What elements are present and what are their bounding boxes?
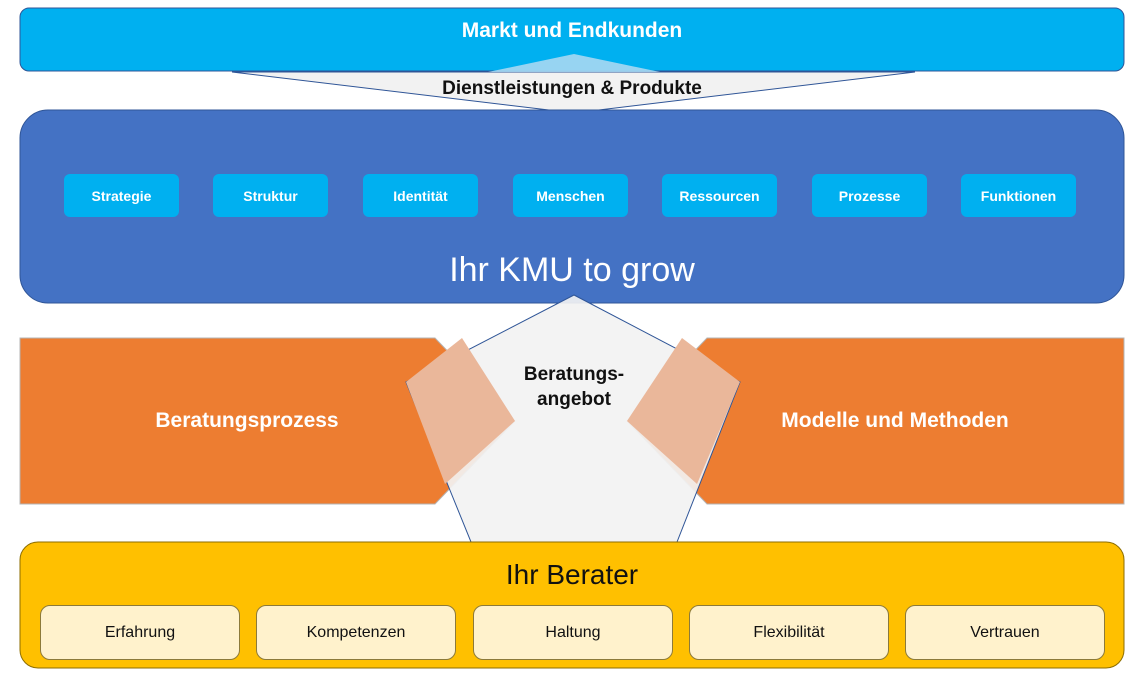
consultant-item-erfahrung: Erfahrung [40,605,240,660]
company-item-prozesse: Prozesse [812,174,927,217]
overlap-left [406,338,515,484]
models-methods-label: Modelle und Methoden [781,409,1009,432]
consultant-item-kompetenzen: Kompetenzen [256,605,456,660]
consultant-item-flexibilitaet: Flexibilität [689,605,889,660]
services-label: Dienstleistungen & Produkte [442,78,702,99]
market-title: Markt und Endkunden [461,19,683,42]
overlap-right [627,338,740,484]
consulting-offer-line1: Beratungs- [523,364,625,385]
consulting-process-label: Beratungsprozess [155,409,339,432]
consulting-offer-label: Beratungs- angebot [500,358,648,416]
consultant-title: Ihr Berater [505,559,639,590]
company-item-funktionen: Funktionen [961,174,1076,217]
company-item-ressourcen: Ressourcen [662,174,777,217]
company-item-strategie: Strategie [64,174,179,217]
company-item-identitaet: Identität [363,174,478,217]
company-title: Ihr KMU to grow [449,250,695,289]
consultant-item-haltung: Haltung [473,605,673,660]
company-item-struktur: Struktur [213,174,328,217]
services-funnel-overlap [488,54,660,72]
consulting-offer-line2: angebot [537,389,611,410]
consultant-item-vertrauen: Vertrauen [905,605,1105,660]
company-item-menschen: Menschen [513,174,628,217]
